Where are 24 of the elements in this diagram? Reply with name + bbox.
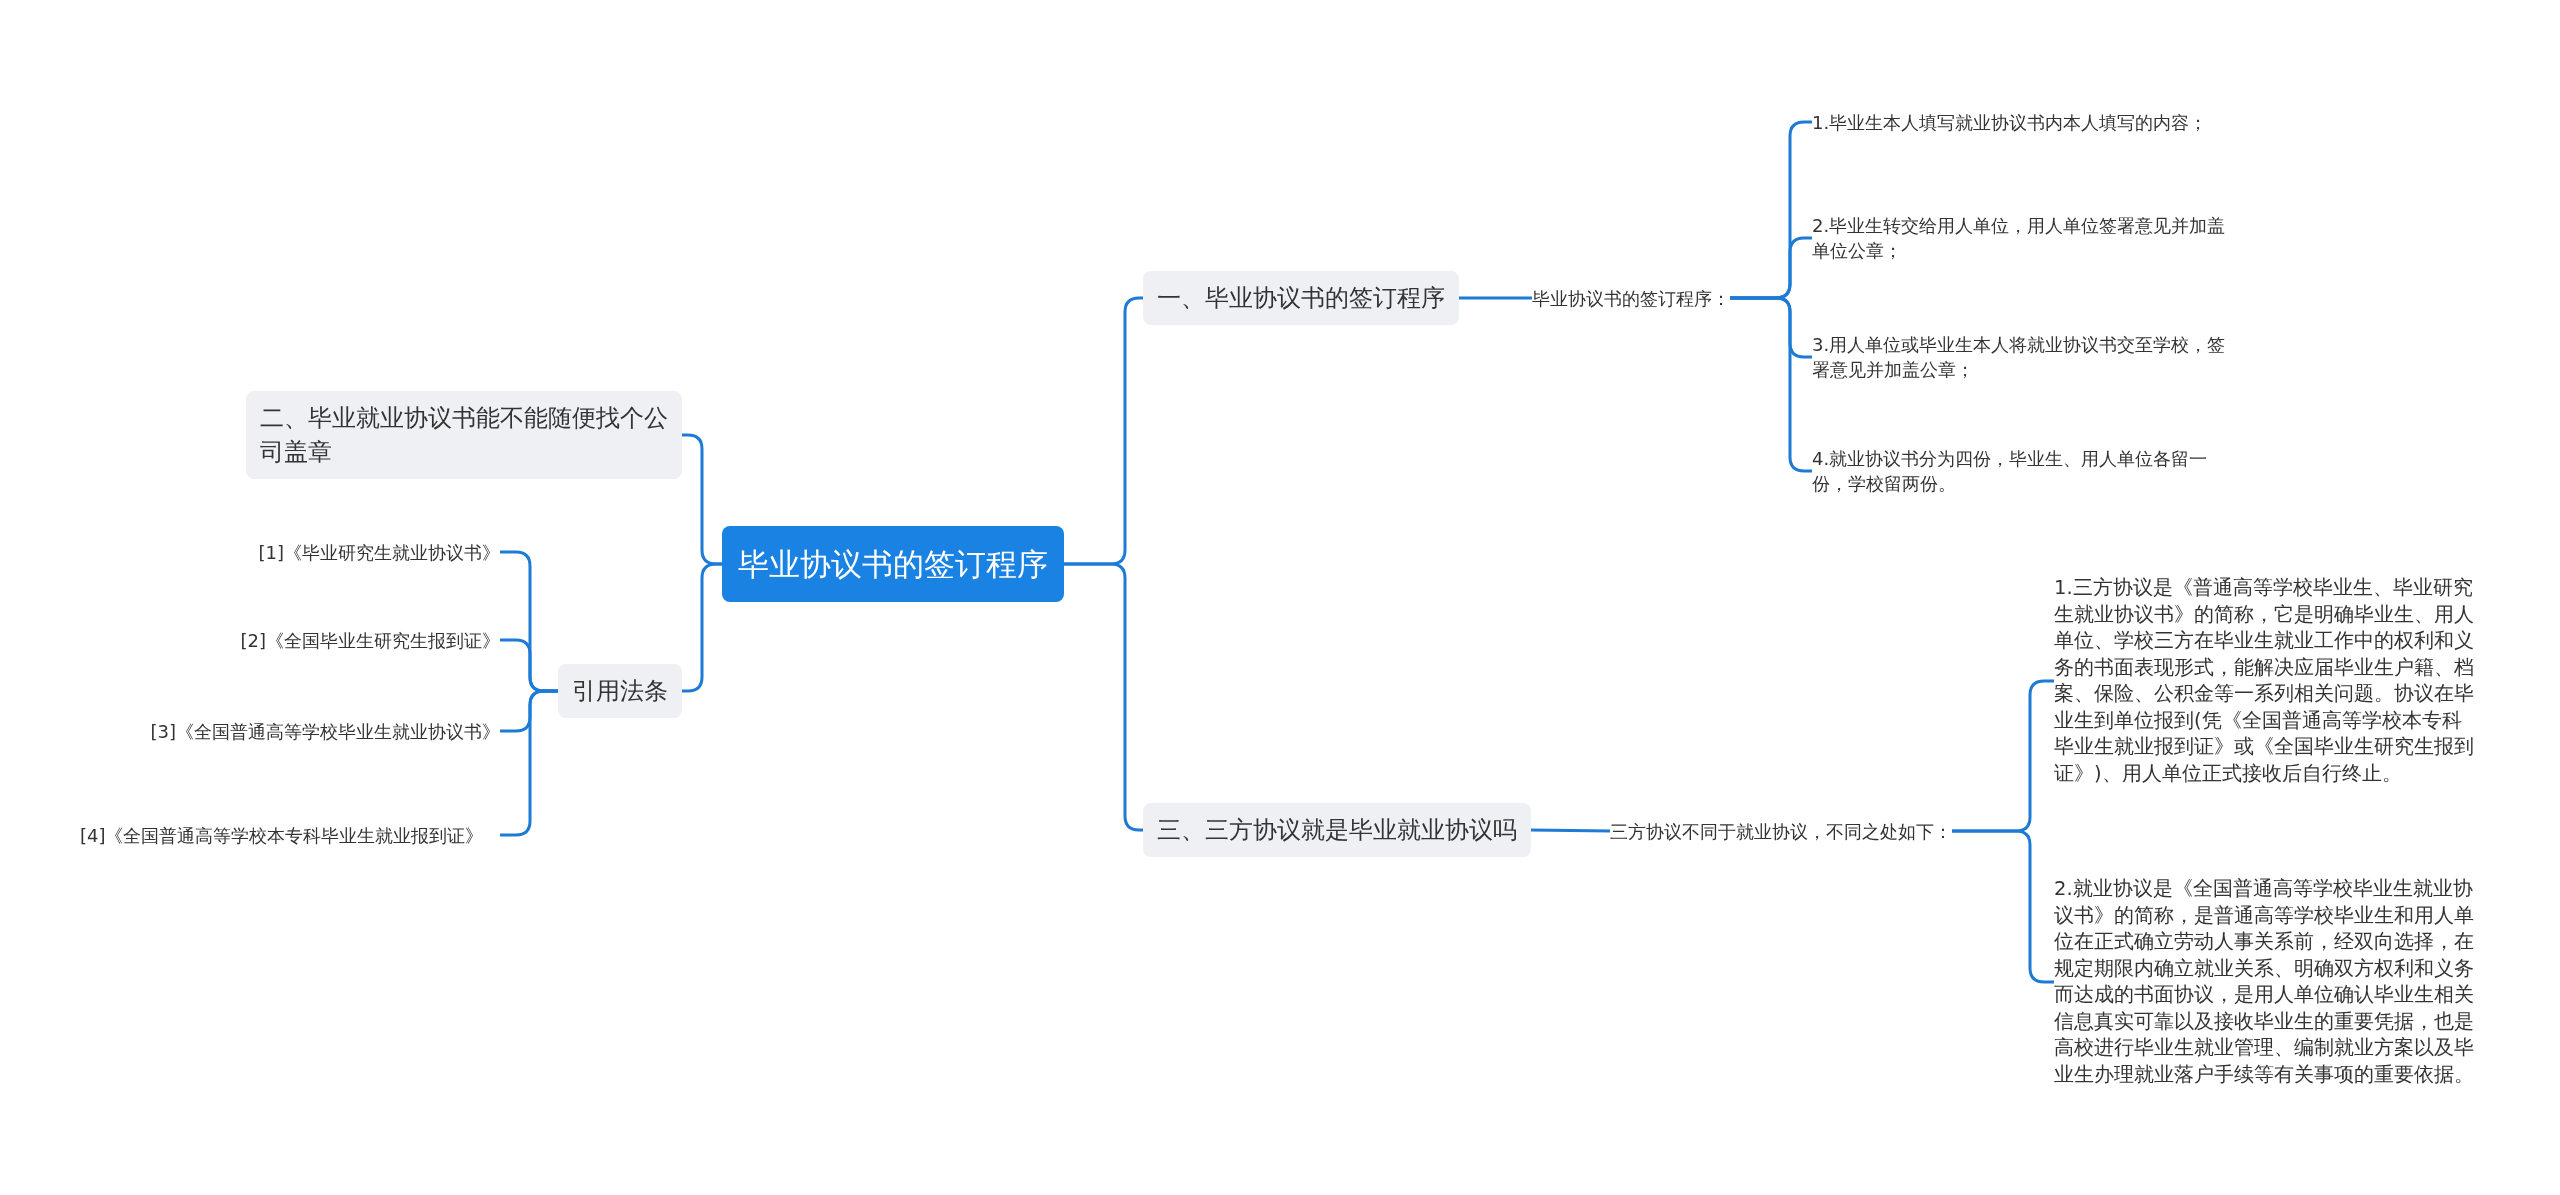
note-text: 1.三方协议是《普通高等学校毕业生、毕业研究生就业协议书》的简称，它是明确毕业生、用人单位、学校三方在毕业生就业工作中的权利和义务的书面表现形式，能解决应届毕业生户籍、档案、保险、公积金等一系列相关问题。协议在毕业生到单位报到(凭《全国普通高等学校本专科毕业生就业报到证》或《全国毕业生研究生报到证》)、用人单位正式接收后自行终止。: [2054, 575, 2479, 787]
topic-label: 一、毕业协议书的签订程序: [1157, 283, 1445, 314]
branch-text: 2.毕业生转交给用人单位，用人单位签署意见并加盖单位公章；: [1812, 213, 2237, 263]
branch-text: [1]《毕业研究生就业协议书》: [258, 539, 500, 565]
topic-label: 引用法条: [572, 676, 668, 707]
topic-label: 三、三方协议就是毕业就业协议吗: [1157, 815, 1517, 846]
branch-text: 3.用人单位或毕业生本人将就业协议书交至学校，签署意见并加盖公章；: [1812, 332, 2237, 382]
connector-line: [1459, 296, 1532, 300]
branch-text: 4.就业协议书分为四份，毕业生、用人单位各留一份，学校留两份。: [1812, 446, 2237, 496]
note-text: 2.就业协议是《全国普通高等学校毕业生就业协议书》的简称，是普通高等学校毕业生和用人单位在正式确立劳动人事关系前，经双向选择，在规定期限内确立就业关系、明确双方权利和义务而达成的书面协议，是用人单位确认毕业生相关信息真实可靠以及接收毕业生的重要凭据，也是高校进行毕业生就业管理、编制就业方案以及毕业生办理就业落户手续等有关事项的重要依据。: [2054, 876, 2479, 1088]
central-topic-label: 毕业协议书的签订程序: [738, 545, 1048, 584]
branch-text: [2]《全国毕业生研究生报到证》: [240, 627, 500, 653]
branch-text: [3]《全国普通高等学校毕业生就业协议书》: [150, 718, 500, 744]
branch-text: 三方协议不同于就业协议，不同之处如下：: [1610, 818, 1952, 844]
topic-box: [558, 664, 682, 718]
branch-text: 毕业协议书的签订程序：: [1532, 285, 1730, 311]
central-topic: [722, 526, 1064, 602]
connector-line: [1530, 828, 1611, 833]
topic-box: [1143, 271, 1459, 325]
branch-text: [4]《全国普通高等学校本专科毕业生就业报到证》: [80, 822, 500, 848]
branch-text: 1.毕业生本人填写就业协议书内本人填写的内容；: [1812, 109, 2237, 135]
topic-box: [1143, 803, 1531, 857]
topic-box: [246, 391, 682, 479]
topic-label: 二、毕业就业协议书能不能随便找个公司盖章: [260, 403, 668, 468]
